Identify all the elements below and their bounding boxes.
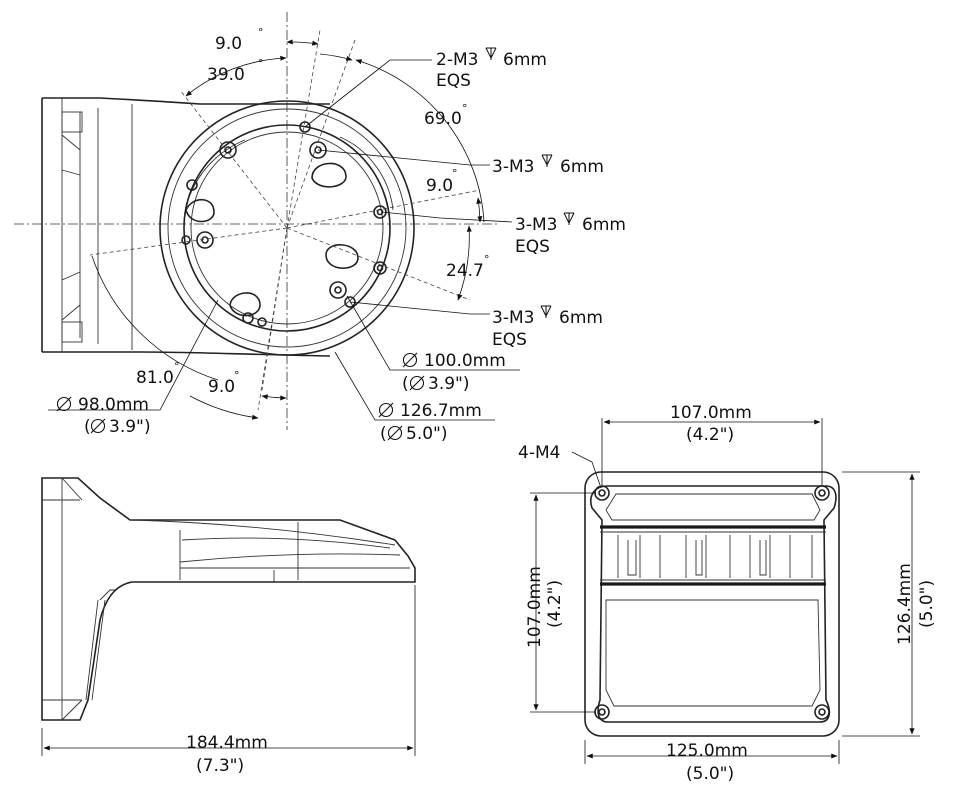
top-view: 9.0 ° 39.0 ° 69.0 ° 9.0 ° 24.7 ° 81.0 ° … xyxy=(14,12,626,444)
angle-39: 39.0 xyxy=(207,65,245,85)
diameter-icon xyxy=(402,352,418,368)
angle-81: 81.0 xyxy=(136,368,174,388)
counterbore-icon xyxy=(485,47,497,61)
dia-126-mm: 126.7mm xyxy=(400,401,482,421)
angle-9-top: 9.0 xyxy=(215,34,242,54)
deg-mark-4: ° xyxy=(452,167,458,180)
back-height-outer-in: (5.0") xyxy=(917,580,937,628)
counterbore-icon xyxy=(541,154,553,168)
diameter-icon xyxy=(56,396,72,412)
callout-3-m3-c-eqs: EQS xyxy=(492,330,527,350)
dia-100-mm: 100.0mm xyxy=(424,351,506,371)
counterbore-icon xyxy=(540,305,552,319)
angle-9-right: 9.0 xyxy=(426,176,453,196)
angle-69: 69.0 xyxy=(424,109,462,129)
back-holes-callout: 4-M4 xyxy=(518,443,560,463)
callout-3-m3-a-label: 3-M3 xyxy=(492,157,534,177)
dia-98-mm: 98.0mm xyxy=(78,395,149,415)
angle-24-7: 24.7 xyxy=(446,261,484,281)
back-width-outer-mm: 125.0mm xyxy=(666,741,748,761)
deg-mark-5: ° xyxy=(484,253,490,266)
callout-3-m3-a-depth: 6mm xyxy=(560,157,604,177)
deg-mark-2: ° xyxy=(258,57,264,70)
deg-mark-3: ° xyxy=(462,102,468,115)
svg-text:9.0: 9.0 xyxy=(215,34,242,54)
back-height-inner-mm: 107.0mm xyxy=(525,566,545,648)
callout-2-m3-label: 2-M3 xyxy=(436,50,478,70)
callout-2-m3-eqs: EQS xyxy=(436,71,471,91)
dia-126-in: 5.0") xyxy=(406,424,448,444)
counterbore-icon xyxy=(563,212,575,226)
callout-3-m3-b-depth: 6mm xyxy=(582,215,626,235)
back-view: 107.0mm (4.2") 107.0mm (4.2") 126.4mm (5… xyxy=(518,403,937,784)
dia-100-open: ( xyxy=(402,374,409,394)
deg-mark-6: ° xyxy=(174,360,180,373)
back-width-outer-in: (5.0") xyxy=(686,764,734,784)
dia-100-in: 3.9") xyxy=(428,374,470,394)
callout-3-m3-b-label: 3-M3 xyxy=(515,215,557,235)
angle-arcs xyxy=(91,39,485,420)
side-length-mm: 184.4mm xyxy=(186,733,268,753)
back-height-inner-in: (4.2") xyxy=(545,580,565,628)
back-width-inner-mm: 107.0mm xyxy=(670,403,752,423)
diameter-icon xyxy=(378,402,394,418)
top-view-labels: 9.0 ° 39.0 ° 69.0 ° 9.0 ° 24.7 ° 81.0 ° … xyxy=(56,26,626,444)
deg-mark-1: ° xyxy=(258,26,264,39)
dia-98-in: 3.9" xyxy=(109,417,144,437)
callout-2-m3-depth: 6mm xyxy=(503,50,547,70)
dia-98-open: ( xyxy=(84,417,91,437)
diameter-icon xyxy=(387,425,403,441)
side-view: 184.4mm (7.3") xyxy=(41,477,416,776)
dia-98-close: ) xyxy=(144,417,151,437)
back-height-outer-mm: 126.4mm xyxy=(895,563,915,645)
back-width-inner-in: (4.2") xyxy=(686,425,734,445)
top-center-lines xyxy=(14,12,500,430)
m4-holes xyxy=(594,485,830,720)
arm-body-top xyxy=(41,97,331,357)
side-length-in: (7.3") xyxy=(196,756,244,776)
callout-leaders xyxy=(48,59,520,421)
angle-9-bottom: 9.0 xyxy=(208,377,235,397)
callout-3-m3-c-depth: 6mm xyxy=(559,308,603,328)
diameter-icon xyxy=(90,418,106,434)
callout-3-m3-b-eqs: EQS xyxy=(515,237,550,257)
diameter-icon xyxy=(409,375,425,391)
dia-126-open: ( xyxy=(380,424,387,444)
deg-mark-7: ° xyxy=(234,369,240,382)
callout-3-m3-c-label: 3-M3 xyxy=(492,308,534,328)
